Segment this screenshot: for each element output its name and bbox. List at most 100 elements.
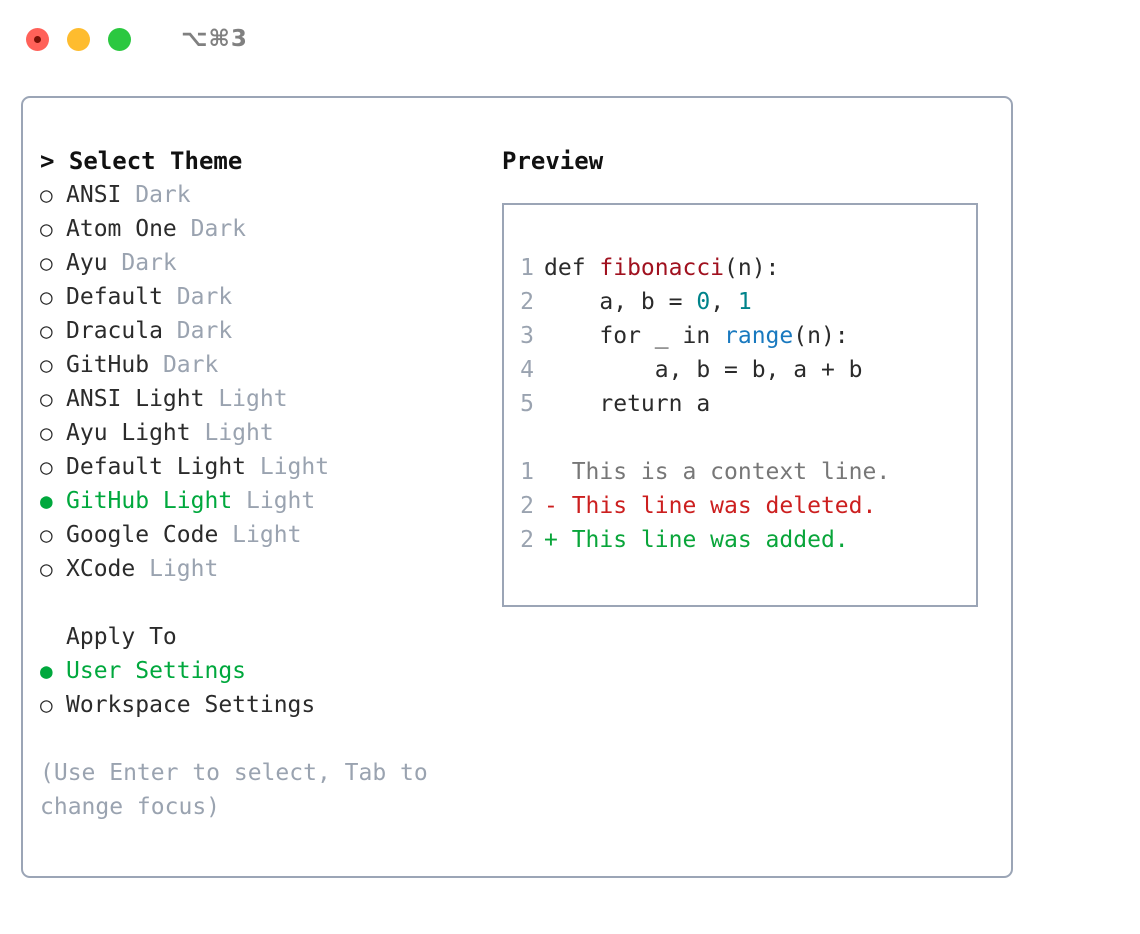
theme-option[interactable]: ○ Default Dark	[40, 280, 480, 314]
theme-option-variant: Light	[246, 454, 330, 480]
apply-to-option[interactable]: ● User Settings	[40, 654, 480, 688]
radio-unselected-icon: ○	[40, 353, 53, 377]
theme-option-variant: Dark	[107, 250, 177, 276]
theme-option[interactable]: ○ XCode Light	[40, 552, 480, 586]
radio-unselected-icon: ○	[40, 251, 53, 275]
radio-unselected-icon: ○	[40, 183, 53, 207]
theme-option[interactable]: ○ ANSI Dark	[40, 178, 480, 212]
theme-option[interactable]: ○ Dracula Dark	[40, 314, 480, 348]
main-window-frame: > Select Theme ○ANSI Dark○Atom One Dark○…	[21, 96, 1013, 878]
code-line: 2 a, b = 0, 1	[504, 285, 976, 319]
theme-option-variant: Light	[204, 386, 288, 412]
code-diff-spacer	[504, 421, 976, 455]
theme-option-label: Default	[66, 284, 163, 310]
line-number: 2	[520, 493, 534, 519]
theme-list: ○ ANSI Dark ○ Atom One Dark ○ Ayu Dark ○ Defaul…	[40, 178, 480, 586]
code-line: 4 a, b = b, a + b	[504, 353, 976, 387]
line-number: 2	[520, 527, 534, 553]
radio-unselected-icon: ○	[40, 319, 53, 343]
theme-option[interactable]: ○Google Code Light	[40, 518, 480, 552]
code-token: ,	[710, 289, 738, 315]
radio-unselected-icon: ○	[40, 693, 53, 717]
preview-heading: Preview	[502, 147, 604, 175]
apply-to-list: ● User Settings ○ Workspace Settings	[40, 654, 480, 722]
theme-option-label: Atom One	[66, 216, 177, 242]
diff-line: 2 - This line was deleted.	[504, 489, 976, 523]
theme-option[interactable]: ○ Ayu Dark	[40, 246, 480, 280]
code-line-content: for _ in range(n):	[544, 319, 848, 353]
close-button[interactable]	[26, 27, 49, 51]
radio-unselected-icon: ○	[40, 523, 53, 547]
code-token: def	[544, 255, 600, 281]
theme-option-label: Ayu	[66, 250, 108, 276]
theme-option-label: Dracula	[66, 318, 163, 344]
code-line-content: a, b = 0, 1	[544, 285, 752, 319]
theme-option-label: Ayu Light	[66, 420, 191, 446]
code-line: 5 return a	[504, 387, 976, 421]
apply-to-option[interactable]: ○ Workspace Settings	[40, 688, 480, 722]
theme-option-label: ANSI	[66, 182, 122, 208]
theme-option[interactable]: ○ANSI Light Light	[40, 382, 480, 416]
code-token: 0	[696, 289, 711, 315]
code-token: range	[724, 323, 794, 349]
window-title: ⌥⌘3	[181, 26, 248, 52]
code-token: for _ in	[544, 323, 725, 349]
theme-option[interactable]: ○ Ayu Light Light	[40, 416, 480, 450]
diff-line-content: - This line was deleted.	[544, 493, 877, 519]
code-line-content: a, b = b, a + b	[544, 353, 863, 387]
minimize-button[interactable]	[67, 27, 90, 51]
theme-option-label: XCode	[66, 556, 136, 582]
maximize-button[interactable]	[108, 27, 131, 51]
code-line: 1 def fibonacci(n):	[504, 251, 976, 285]
code-token: a, b = b, a + b	[544, 357, 863, 383]
theme-option-variant: Dark	[149, 352, 219, 378]
theme-option[interactable]: ●GitHub Light Light	[40, 484, 480, 518]
theme-option-label: GitHub	[66, 352, 150, 378]
apply-to-option-label: Workspace Settings	[66, 692, 316, 718]
theme-option[interactable]: ○ Default Light Light	[40, 450, 480, 484]
radio-unselected-icon: ○	[40, 421, 53, 445]
theme-option-label: Default Light	[66, 454, 247, 480]
diff-line-content: This is a context line.	[544, 459, 891, 485]
window-titlebar: ⌥⌘3	[0, 0, 1140, 78]
diff-line: 1 This is a context line.	[504, 455, 976, 489]
code-line-content: return a	[544, 387, 710, 421]
apply-to-heading: Apply To	[66, 624, 177, 650]
line-number: 3	[520, 323, 534, 349]
radio-unselected-icon: ○	[40, 285, 53, 309]
line-number: 2	[520, 289, 534, 315]
line-number: 4	[520, 357, 534, 383]
line-number: 1	[520, 459, 534, 485]
theme-option-label: ANSI Light	[66, 386, 205, 412]
keyboard-hint-text: (Use Enter to select, Tab to change focu…	[40, 760, 428, 820]
theme-option-variant: Dark	[121, 182, 191, 208]
code-line-content: def fibonacci(n):	[544, 251, 779, 285]
radio-unselected-icon: ○	[40, 217, 53, 241]
radio-unselected-icon: ○	[40, 557, 53, 581]
theme-option[interactable]: ○ Atom One Dark	[40, 212, 480, 246]
theme-option-variant: Dark	[162, 284, 233, 310]
theme-option-variant: Light	[135, 556, 219, 582]
code-token: 1	[737, 289, 752, 315]
theme-option-variant: Dark	[176, 216, 247, 242]
theme-option-variant: Light	[218, 522, 302, 548]
radio-selected-icon: ●	[40, 659, 53, 683]
theme-option[interactable]: ○ GitHub Dark	[40, 348, 480, 382]
apply-to-option-label: User Settings	[66, 658, 247, 684]
radio-selected-icon: ●	[40, 489, 53, 513]
code-token: return a	[544, 391, 711, 417]
theme-option-variant: Light	[190, 420, 274, 446]
radio-unselected-icon: ○	[40, 455, 53, 479]
code-line: 3 for _ in range(n):	[504, 319, 976, 353]
diff-line-content: + This line was added.	[544, 527, 849, 553]
code-token: (n):	[724, 255, 780, 281]
theme-option-variant: Dark	[162, 318, 233, 344]
theme-selector-panel: > Select Theme ○ANSI Dark○Atom One Dark○…	[40, 144, 480, 824]
code-token: fibonacci	[599, 255, 725, 281]
diff-line: 2 + This line was added.	[504, 523, 976, 557]
line-number: 1	[520, 255, 534, 281]
diff-sample: 1 This is a context line. 2 - This line wa…	[504, 455, 976, 557]
